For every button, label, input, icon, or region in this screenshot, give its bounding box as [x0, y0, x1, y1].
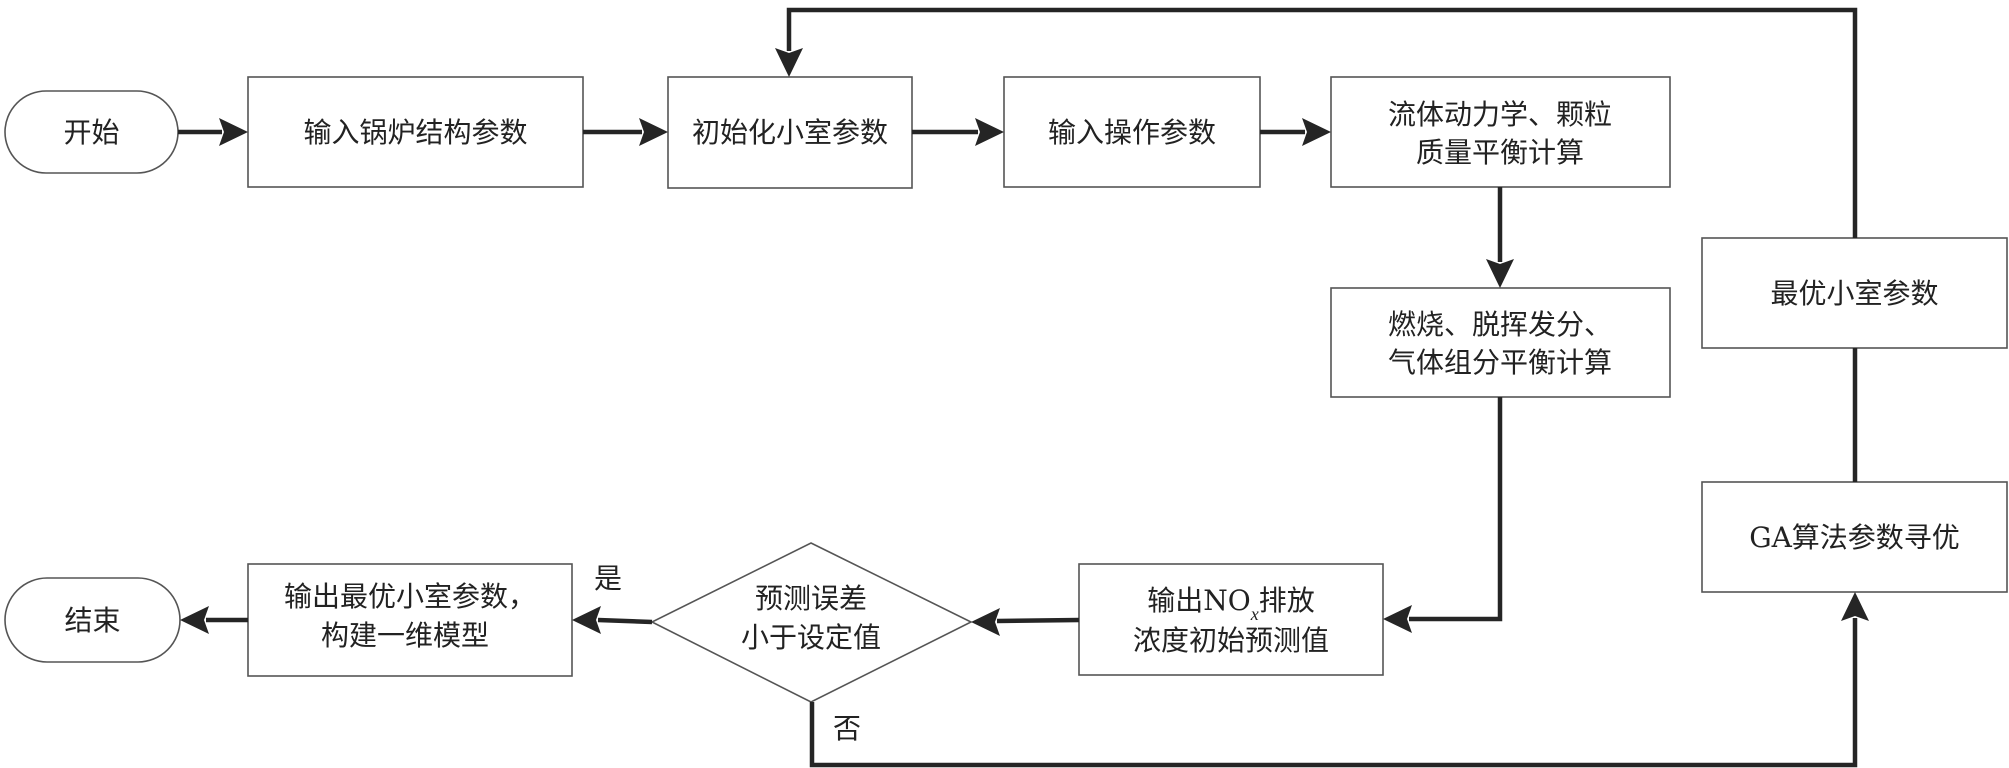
arrowhead-right-icon: [639, 118, 668, 146]
nox-subscript: x: [1250, 604, 1259, 624]
node-combustion: 燃烧、脱挥发分、 气体组分平衡计算: [1330, 287, 1671, 398]
edge-combustion-to-nox-output: [1383, 397, 1503, 633]
edge-init-cells-to-input-operation: [912, 118, 1004, 146]
input-structure-box: [247, 76, 584, 188]
arrowhead-down-icon: [1486, 259, 1514, 288]
node-input-operation: 输入操作参数: [1003, 76, 1261, 188]
nox-output-box: [1078, 563, 1384, 676]
ga-search-label: GA算法参数寻优: [1749, 521, 1960, 554]
edge-decision-to-ga-search: 否: [809, 592, 1869, 768]
init-cells-box: [667, 76, 913, 189]
nox-output-prefix: 输出NO: [1147, 584, 1250, 617]
combustion-box: [1330, 287, 1671, 398]
output-optimal-label-line2: 构建一维模型: [321, 619, 489, 652]
end-label: 结束: [64, 604, 120, 637]
arrowhead-left-icon: [971, 608, 1000, 636]
edge-optimal-cells-to-init-cells: [775, 7, 1858, 238]
hydrodynamics-label-line1: 流体动力学、颗粒: [1388, 98, 1612, 131]
edge-nox-output-to-decision: [971, 608, 1080, 636]
arrowhead-left-icon: [572, 606, 601, 634]
decision-label-line2: 小于设定值: [741, 621, 881, 654]
edge-input-operation-to-hydrodynamics: [1260, 118, 1331, 146]
arrowhead-left-icon: [180, 606, 209, 634]
node-optimal-cells: 最优小室参数: [1701, 237, 2008, 349]
edge-decision-to-output-optimal: 是: [572, 562, 653, 634]
yes-label: 是: [594, 562, 622, 595]
node-output-optimal: 输出最优小室参数， 构建一维模型: [247, 563, 573, 677]
node-nox-output: 输出NOx排放 浓度初始预测值: [1078, 563, 1384, 676]
nox-output-suffix: 排放: [1259, 584, 1315, 617]
output-optimal-label-line1: 输出最优小室参数，: [284, 580, 536, 613]
combustion-label-line1: 燃烧、脱挥发分、: [1388, 308, 1612, 341]
node-input-structure: 输入锅炉结构参数: [247, 76, 584, 188]
output-optimal-box: [247, 563, 573, 677]
node-hydrodynamics: 流体动力学、颗粒 质量平衡计算: [1330, 76, 1671, 188]
node-init-cells: 初始化小室参数: [667, 76, 913, 189]
edge-input-structure-to-init-cells: [583, 118, 668, 146]
arrowhead-down-icon: [775, 48, 803, 77]
decision-label-line1: 预测误差: [755, 582, 867, 615]
start-label: 开始: [63, 116, 119, 149]
optimal-cells-box: [1701, 237, 2008, 349]
optimal-cells-label: 最优小室参数: [1770, 277, 1938, 310]
ga-search-box: [1701, 481, 2008, 593]
arrowhead-right-icon: [219, 118, 248, 146]
edge-hydrodynamics-to-combustion: [1486, 187, 1514, 288]
input-structure-label: 输入锅炉结构参数: [303, 116, 527, 149]
hydrodynamics-box: [1330, 76, 1671, 188]
arrowhead-up-icon: [1841, 592, 1869, 621]
nox-output-label-line1: 输出NOx排放: [1147, 584, 1314, 624]
arrowhead-left-icon: [1383, 605, 1412, 633]
node-ga-search: GA算法参数寻优: [1701, 481, 2008, 593]
node-end: 结束: [4, 577, 181, 663]
arrowhead-right-icon: [1302, 118, 1331, 146]
edge-start-to-input-structure: [178, 118, 248, 146]
input-operation-label: 输入操作参数: [1048, 116, 1216, 149]
init-cells-label: 初始化小室参数: [692, 116, 888, 149]
arrowhead-right-icon: [975, 118, 1004, 146]
node-start: 开始: [4, 90, 179, 174]
input-operation-box: [1003, 76, 1261, 188]
hydrodynamics-label-line2: 质量平衡计算: [1416, 136, 1584, 169]
node-decision: 预测误差 小于设定值: [650, 542, 973, 703]
no-label: 否: [833, 712, 861, 745]
combustion-label-line2: 气体组分平衡计算: [1388, 346, 1612, 379]
edge-output-optimal-to-end: [180, 606, 248, 634]
nox-output-label-line2: 浓度初始预测值: [1133, 624, 1329, 657]
